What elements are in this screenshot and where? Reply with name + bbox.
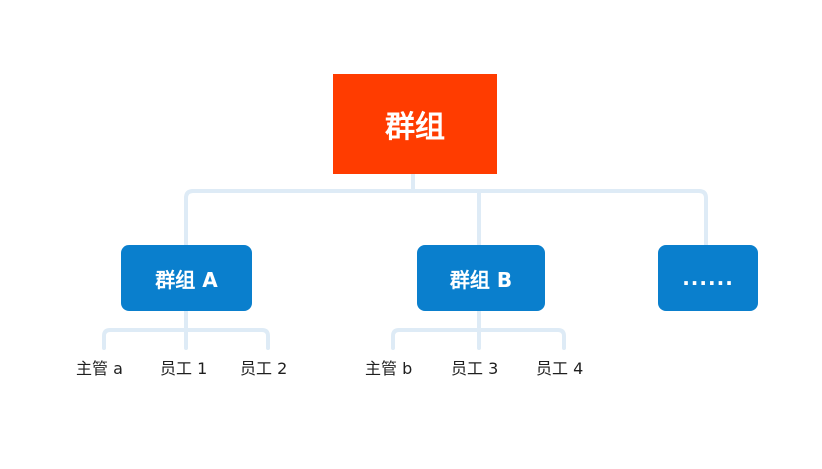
member-manager-a: 主管 a [76,359,123,378]
connector-group [102,172,708,350]
connector-root-bar [184,189,708,247]
member-employee-2: 员工 2 [240,359,288,378]
group-node-b: 群组 B [417,245,545,311]
root-node-group: 群组 [333,74,497,174]
member-manager-b: 主管 b [365,359,413,378]
group-node-more: ...... [658,245,758,311]
member-employee-4: 员工 4 [536,359,584,378]
group-node-a: 群组 A [121,245,252,311]
member-employee-1: 员工 1 [160,359,208,378]
member-employee-3: 员工 3 [451,359,499,378]
